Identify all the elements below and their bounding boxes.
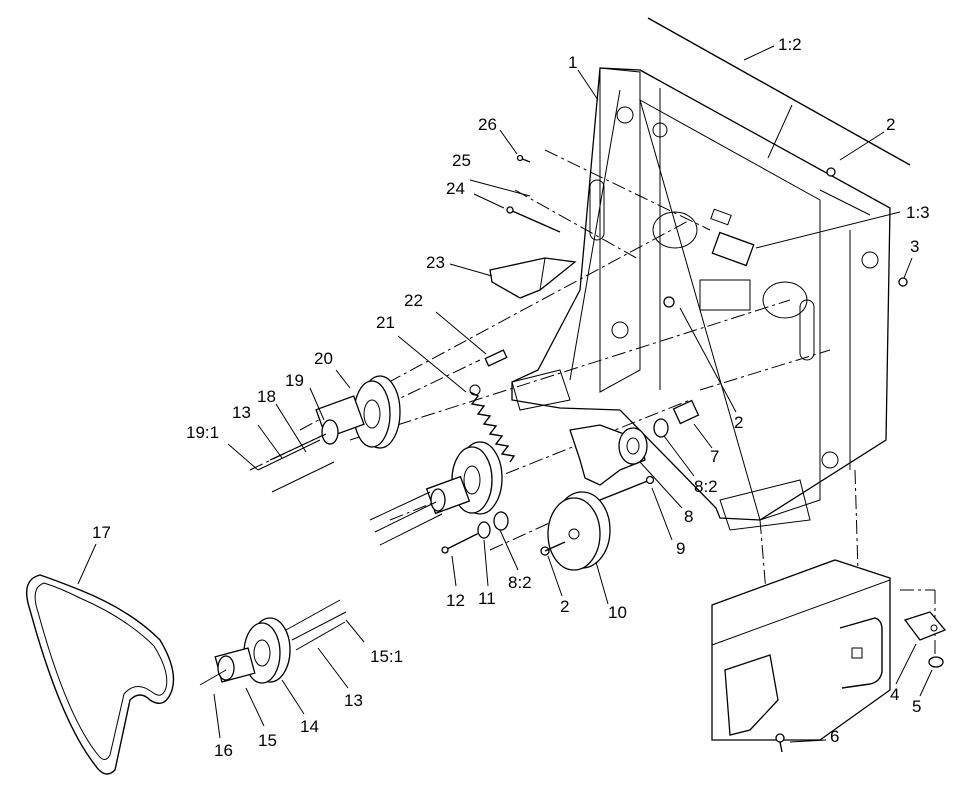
callout-19-1: 19:1 <box>186 423 220 442</box>
callout-19: 19 <box>285 371 304 390</box>
callout-8-2-low: 8:2 <box>508 573 532 592</box>
bolts-upper <box>484 154 908 367</box>
spring-21 <box>469 384 516 463</box>
callout-17: 17 <box>92 523 111 542</box>
callout-15: 15 <box>258 731 277 750</box>
callout-20: 20 <box>314 349 333 368</box>
callout-10: 10 <box>608 603 627 622</box>
leader-lines <box>77 45 933 743</box>
mount-plate <box>711 559 891 753</box>
bracket-23 <box>489 257 577 299</box>
idler-arm-8 <box>569 424 648 486</box>
callout-25: 25 <box>452 151 471 170</box>
callout-15-1: 15:1 <box>370 647 404 666</box>
callout-8-2-right: 8:2 <box>694 477 718 496</box>
callout-22: 22 <box>404 291 423 310</box>
callout-2-low: 2 <box>560 597 570 616</box>
callout-1: 1 <box>568 53 578 72</box>
callout-21: 21 <box>376 313 395 332</box>
pulley-14-assembly <box>199 599 347 686</box>
pulley-assembly-center <box>425 441 503 515</box>
pulley-10 <box>547 491 611 571</box>
callout-4: 4 <box>890 685 900 704</box>
callout-13-low: 13 <box>344 691 363 710</box>
callout-14: 14 <box>300 717 319 736</box>
callout-1-3: 1:3 <box>906 203 930 222</box>
callout-3: 3 <box>910 237 920 256</box>
bushings <box>493 399 700 531</box>
callout-12: 12 <box>446 591 465 610</box>
fasteners-lower <box>441 475 655 556</box>
callout-26: 26 <box>478 115 497 134</box>
callout-1-2: 1:2 <box>778 35 802 54</box>
callout-24: 24 <box>446 179 465 198</box>
callout-16: 16 <box>214 741 233 760</box>
callout-23: 23 <box>426 253 445 272</box>
belt-17 <box>26 574 175 775</box>
plate-4-nut-5 <box>903 611 947 668</box>
callout-18: 18 <box>257 387 276 406</box>
callout-2-top: 2 <box>886 115 896 134</box>
center-lines <box>249 149 936 660</box>
main-frame <box>511 67 891 531</box>
callout-6: 6 <box>830 727 840 746</box>
callout-9: 9 <box>676 539 686 558</box>
callout-8: 8 <box>684 507 694 526</box>
callout-5: 5 <box>912 697 922 716</box>
callout-2-mid: 2 <box>734 413 744 432</box>
callout-11: 11 <box>478 589 496 608</box>
callout-13-top: 13 <box>232 403 251 422</box>
pulley-20 <box>315 375 401 449</box>
callout-7: 7 <box>710 447 720 466</box>
set-screws <box>257 433 443 546</box>
